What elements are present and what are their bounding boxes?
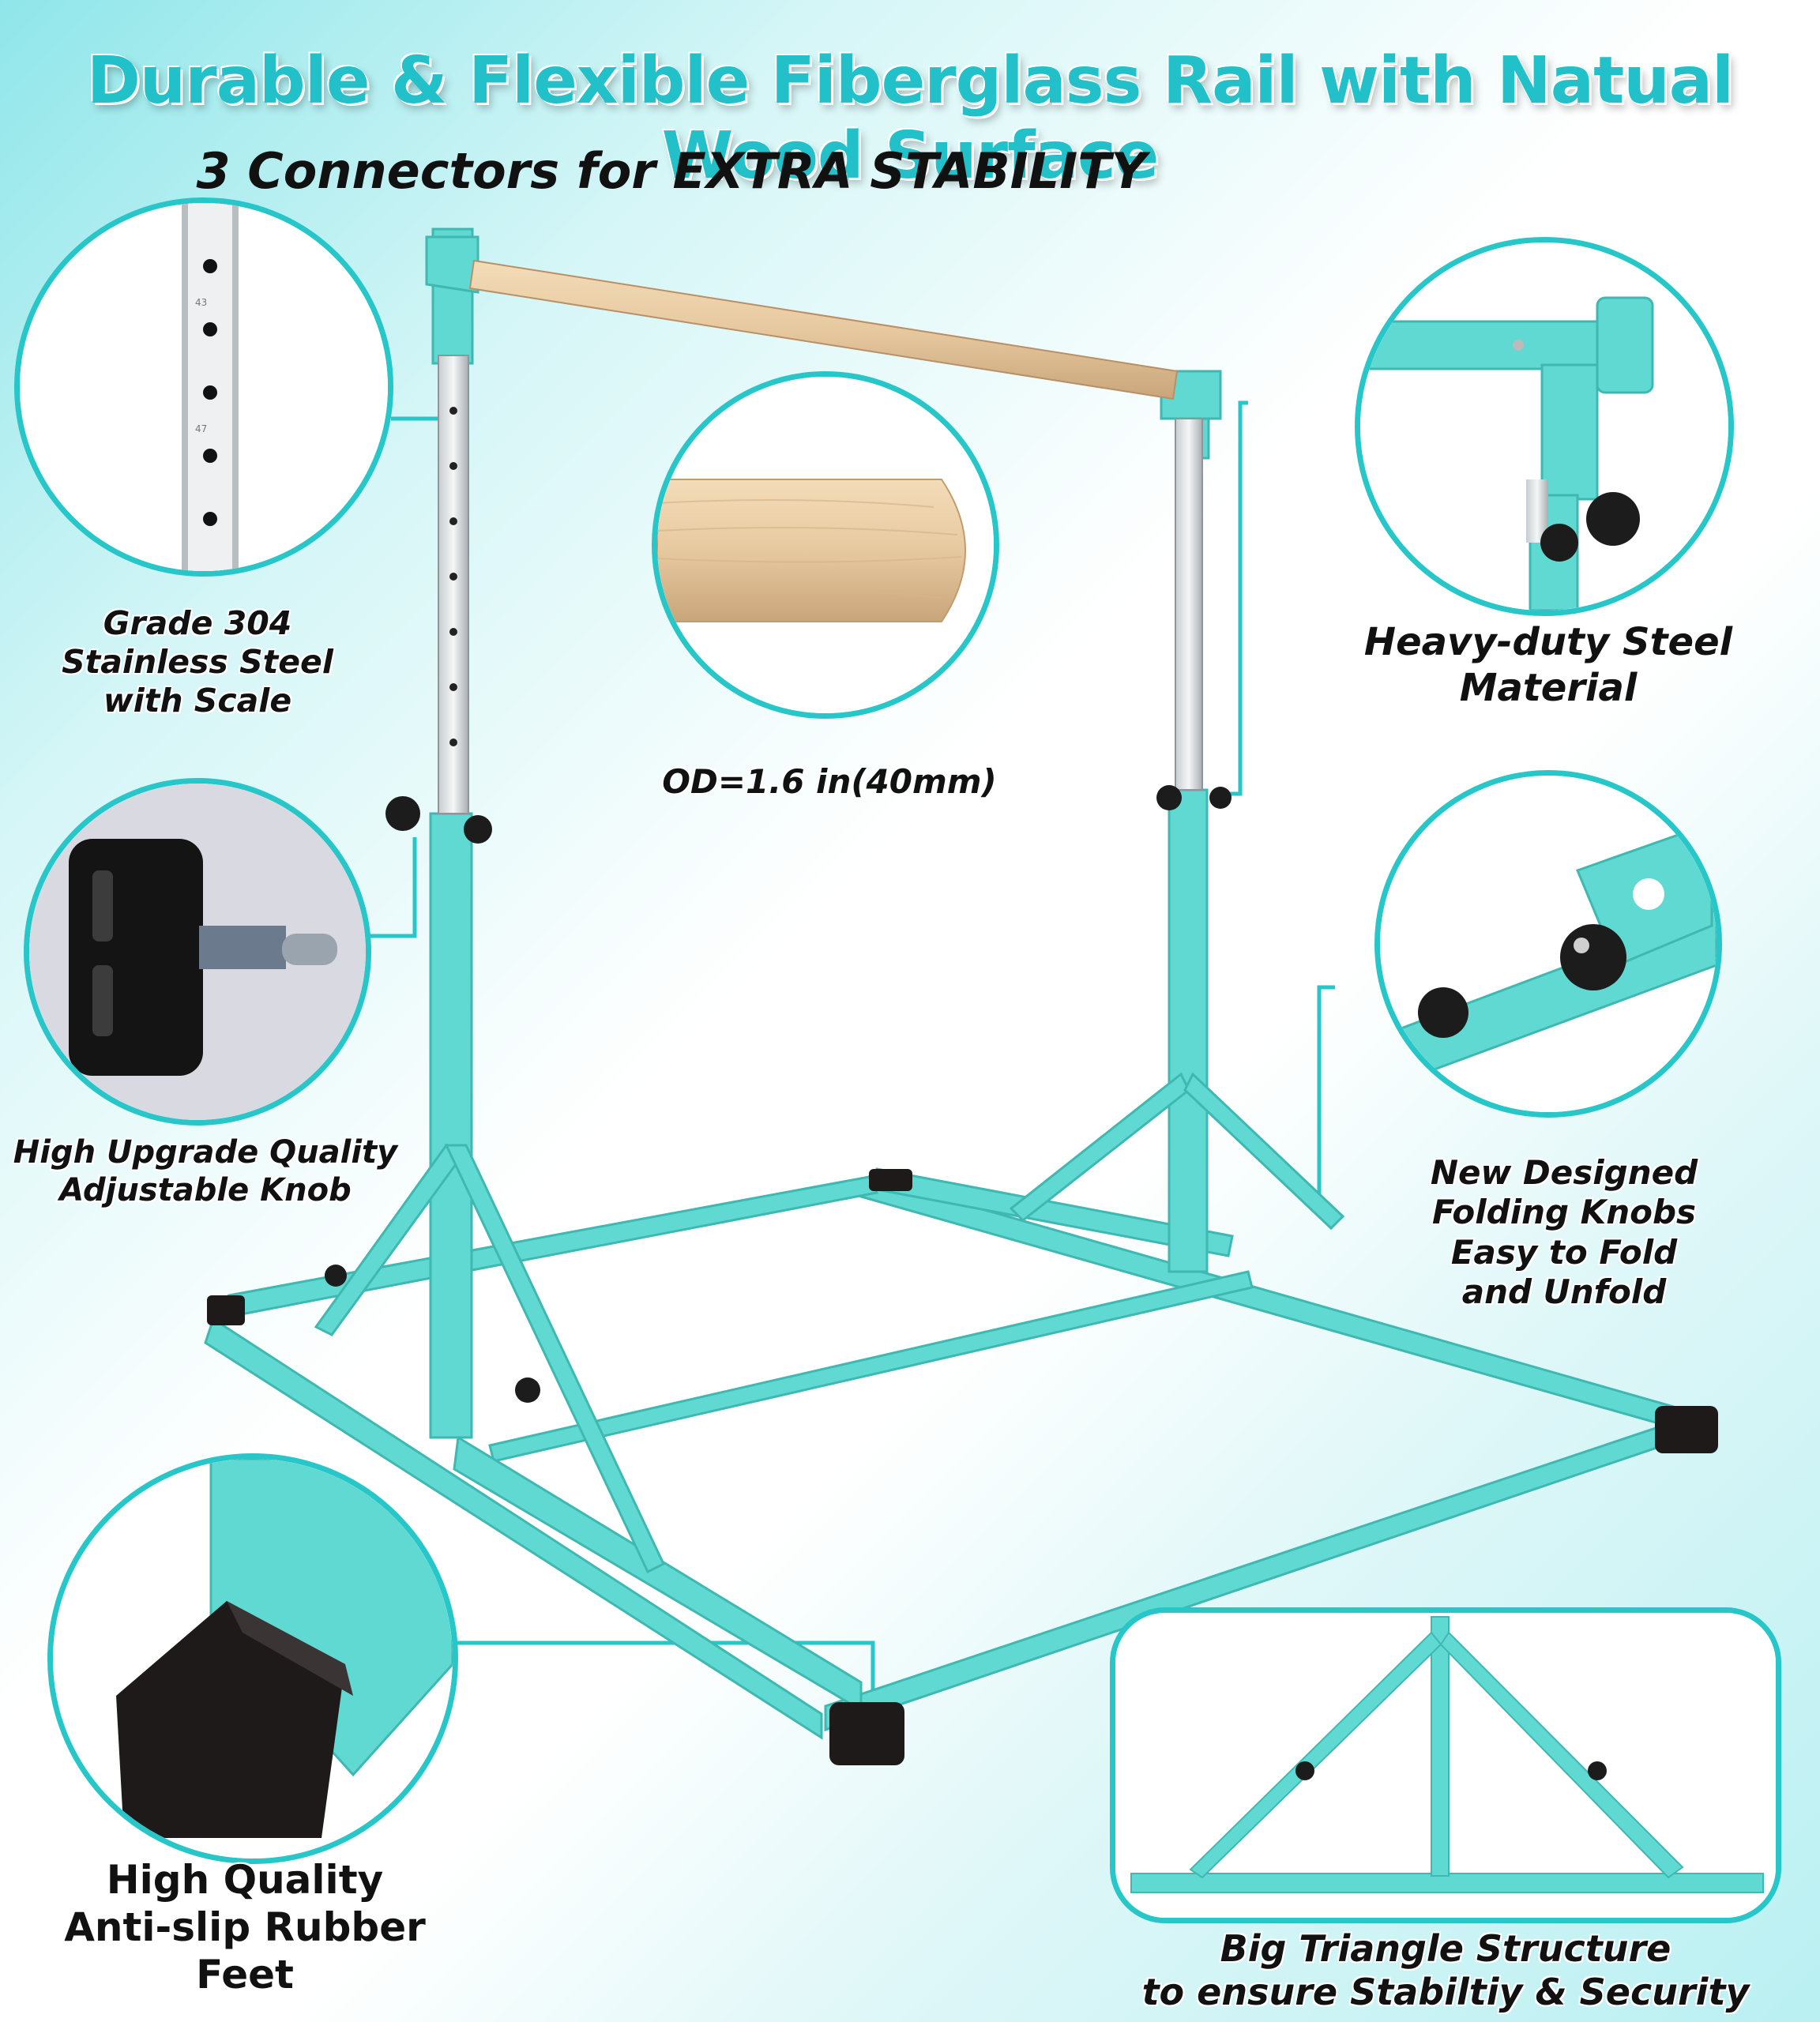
triangle-label: Big Triangle Structure to ensure Stabilt…	[1090, 1927, 1801, 2014]
scale-photo: 43 47	[20, 203, 388, 571]
wood-rail	[468, 259, 1179, 400]
knob-label: High Upgrade Quality Adjustable Knob	[0, 1133, 411, 1209]
wood-photo	[657, 377, 994, 713]
feet-label-line1: High Quality	[106, 1857, 384, 1903]
triangle-structure-closeup	[1110, 1607, 1781, 1923]
triangle-label-line1: Big Triangle Structure	[1220, 1927, 1671, 1970]
folding-label-line2: Folding Knobs	[1431, 1193, 1697, 1232]
stainless-label-line1: Grade 304	[103, 604, 292, 642]
adjustable-knob-closeup	[24, 778, 371, 1126]
feet-label: High Quality Anti-slip Rubber Feet	[16, 1856, 474, 1998]
stainless-scale-closeup: 43 47	[14, 197, 393, 577]
steel-label: Heavy-duty Steel Material	[1335, 620, 1762, 711]
folding-knob-photo	[1380, 776, 1717, 1112]
feet-label-line2: Anti-slip Rubber Feet	[64, 1904, 426, 1998]
stainless-label: Grade 304 Stainless Steel with Scale	[16, 604, 379, 721]
frame	[204, 227, 1700, 1740]
steel-label-line1: Heavy-duty Steel	[1363, 620, 1733, 664]
knob-photo	[29, 784, 366, 1120]
triangle-photo	[1115, 1613, 1776, 1918]
knob-label-line1: High Upgrade Quality	[13, 1134, 398, 1171]
stainless-post-right	[1175, 418, 1203, 791]
folding-knob-closeup	[1374, 770, 1722, 1118]
rubber-feet-photo	[53, 1459, 453, 1859]
wood-rail-closeup	[652, 371, 999, 719]
stainless-label-line3: with Scale	[103, 682, 292, 720]
folding-label-line1: New Designed	[1430, 1153, 1698, 1192]
stainless-post-left	[438, 355, 469, 814]
subheadline: 3 Connectors for EXTRA STABILITY	[196, 142, 1147, 200]
folding-label-line3: Easy to Fold	[1450, 1232, 1678, 1272]
knob-label-line2: Adjustable Knob	[59, 1172, 352, 1208]
steel-label-line2: Material	[1459, 665, 1638, 710]
triangle-label-line2: to ensure Stabiltiy & Security	[1141, 1971, 1750, 2014]
scale-mark-43: 43	[195, 297, 207, 308]
folding-label-line4: and Unfold	[1461, 1272, 1667, 1312]
headline: Durable & Flexible Fiberglass Rail with …	[86, 43, 1734, 194]
steel-joint-closeup	[1355, 237, 1734, 616]
stainless-label-line2: Stainless Steel	[62, 643, 333, 682]
diameter-label: OD=1.6 in(40mm)	[662, 762, 997, 801]
rubber-feet-closeup	[47, 1453, 458, 1864]
folding-label: New Designed Folding Knobs Easy to Fold …	[1359, 1153, 1769, 1313]
steel-joint-photo	[1360, 242, 1728, 611]
scale-mark-47: 47	[195, 423, 207, 434]
